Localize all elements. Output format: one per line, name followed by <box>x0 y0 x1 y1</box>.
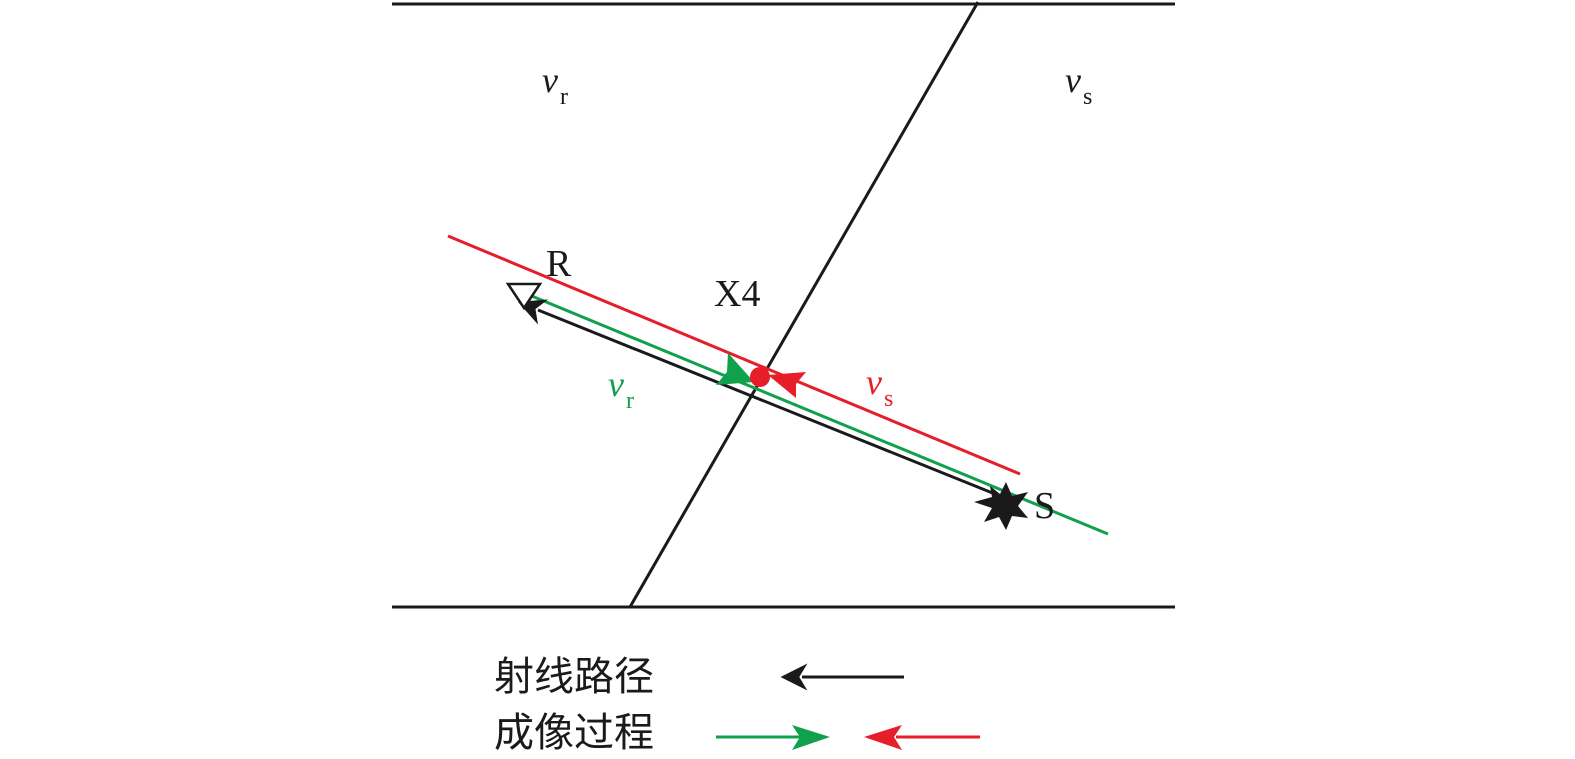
image-point-dot <box>750 367 770 387</box>
ray-path-line <box>517 299 1001 498</box>
image-point-label: X4 <box>714 273 760 315</box>
green-arrowhead-icon <box>716 353 754 385</box>
legend-imaging-process-label: 成像过程 <box>494 710 654 756</box>
green-path-velocity-label: vr <box>608 364 634 414</box>
left-region-velocity-label: vr <box>542 60 568 110</box>
red-arrowhead-icon <box>768 372 806 398</box>
red-imaging-line <box>447 234 1021 476</box>
velocity-interface-line <box>628 1 980 608</box>
legend-ray-path-label: 射线路径 <box>494 654 654 700</box>
source-label: S <box>1034 485 1055 527</box>
receiver-triangle-icon <box>505 282 543 311</box>
receiver-label: R <box>546 243 572 285</box>
legend-red-arrowhead-icon <box>864 725 902 750</box>
source-star-icon <box>974 482 1028 530</box>
red-path-velocity-label: vs <box>866 362 893 412</box>
right-region-velocity-label: vs <box>1065 60 1092 110</box>
legend-green-arrowhead-icon <box>792 725 830 750</box>
